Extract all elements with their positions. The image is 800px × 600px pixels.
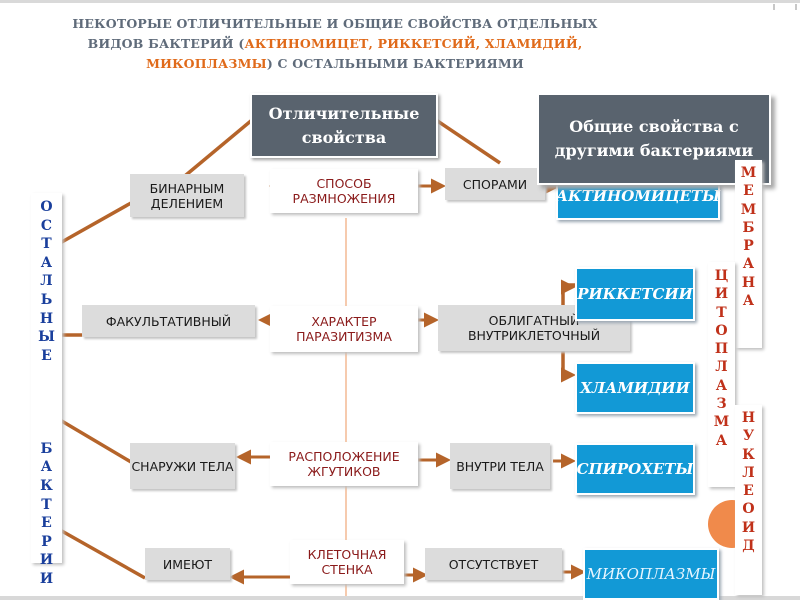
slide-title: НЕКОТОРЫЕ ОТЛИЧИТЕЛЬНЫЕ И ОБЩИЕ СВОЙСТВА… — [60, 14, 610, 74]
flagella-location-box: РАСПОЛОЖЕНИЕ ЖГУТИКОВ — [270, 442, 418, 486]
chlamydia-box: ХЛАМИДИИ — [575, 362, 695, 414]
mycoplasma-box: МИКОПЛАЗМЫ — [583, 548, 719, 600]
cell-wall-box: КЛЕТОЧНАЯ СТЕНКА — [290, 540, 404, 584]
other-bacteria-box: О С Т А Л Ь Н Ы Е Б А К Т Е Р И И — [31, 193, 62, 587]
absent-box: ОТСУТСТВУЕТ — [425, 548, 562, 580]
reproduction-method-box: СПОСОБ РАЗМНОЖЕНИЯ — [270, 169, 418, 213]
header-distinctive-properties: Отличительные свойства — [250, 93, 438, 158]
slide-corner-mark — [773, 4, 775, 10]
parasitism-type-box: ХАРАКТЕР ПАРАЗИТИЗМА — [270, 306, 418, 352]
binary-fission-box: БИНАРНЫМ ДЕЛЕНИЕМ — [130, 174, 244, 217]
title-highlight-2: МИКОПЛАЗМЫ — [146, 56, 267, 71]
rickettsia-box: РИККЕТСИИ — [575, 267, 695, 321]
outside-body-box: СНАРУЖИ ТЕЛА — [130, 443, 235, 489]
slide-bottom-border — [0, 596, 800, 600]
have-box: ИМЕЮТ — [145, 548, 230, 580]
header-common-properties: Общие свойства с другими бактериями — [537, 93, 771, 185]
title-text-2: ВИДОВ БАКТЕРИЙ ( — [87, 36, 245, 51]
title-text-1: НЕКОТОРЫЕ ОТЛИЧИТЕЛЬНЫЕ И ОБЩИЕ СВОЙСТВА… — [72, 16, 598, 31]
slide-top-border — [0, 0, 800, 3]
cytoplasm-box: Ц И Т О П Л А З М А — [708, 262, 735, 487]
title-text-3: ) С ОСТАЛЬНЫМИ БАКТЕРИЯМИ — [266, 56, 524, 71]
facultative-box: ФАКУЛЬТАТИВНЫЙ — [82, 305, 255, 337]
nucleoid-box: Н У К Л Е О И Д — [735, 405, 762, 595]
title-highlight-1: АКТИНОМИЦЕТ, РИККЕТСИЙ, ХЛАМИДИЙ, — [244, 36, 583, 51]
spores-box: СПОРАМИ — [445, 168, 545, 200]
membrane-box: М Е М Б Р А Н А — [735, 160, 762, 348]
spirochetes-box: СПИРОХЕТЫ — [575, 443, 695, 495]
inside-body-box: ВНУТРИ ТЕЛА — [450, 443, 550, 489]
slide-corner-mark — [795, 4, 797, 10]
